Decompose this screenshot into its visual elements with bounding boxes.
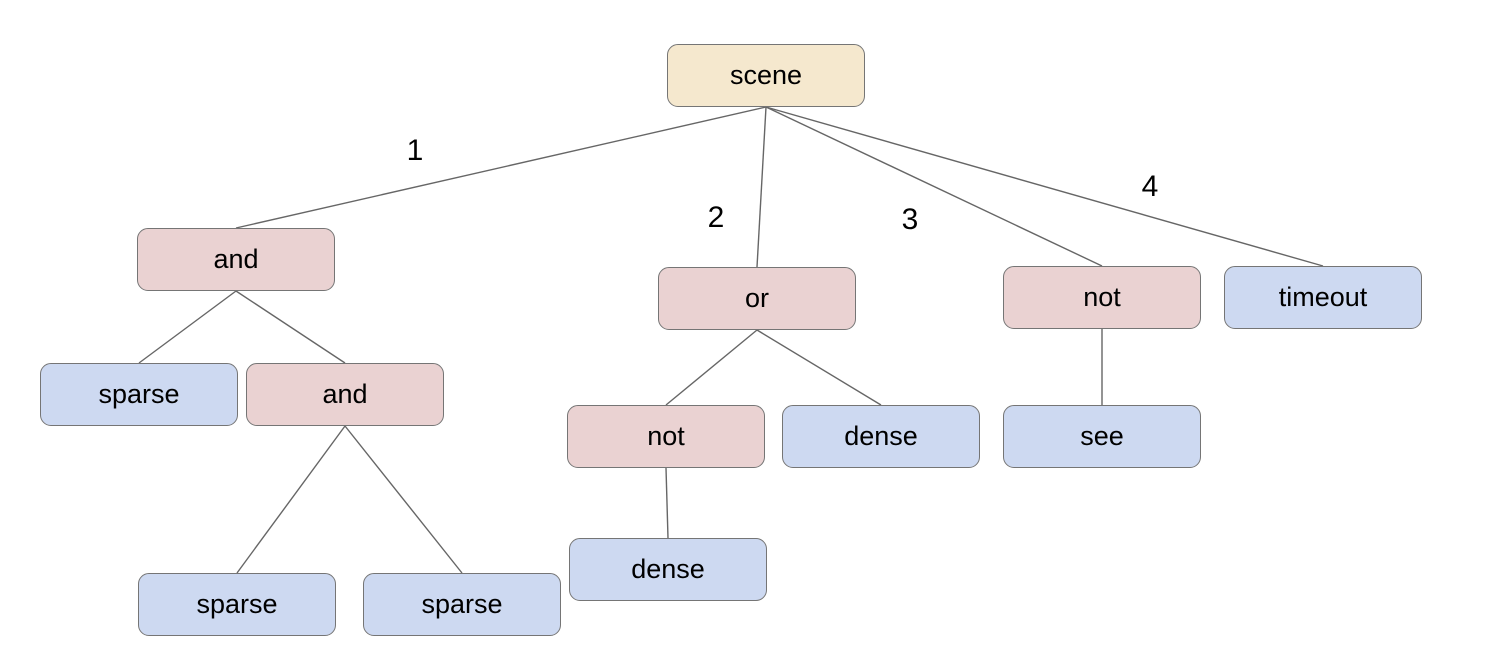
edge-not2-dense2: [665, 467, 669, 539]
edge-scene-and1: [235, 106, 767, 229]
edge-label-2: 2: [708, 201, 725, 234]
tree-node-and1: and: [137, 228, 335, 291]
tree-node-sparse1: sparse: [40, 363, 238, 426]
tree-node-dense1: dense: [782, 405, 980, 468]
edge-and1-sparse1: [138, 290, 237, 364]
tree-node-sparse3: sparse: [363, 573, 561, 636]
edge-and2-sparse2: [236, 425, 346, 574]
edge-label-3: 3: [902, 203, 919, 236]
edge-or1-dense1: [756, 329, 882, 406]
edge-scene-not1: [765, 106, 1103, 267]
tree-node-scene: scene: [667, 44, 865, 107]
tree-node-sparse2: sparse: [138, 573, 336, 636]
tree-node-and2: and: [246, 363, 444, 426]
edge-and2-sparse3: [344, 425, 463, 574]
edge-or1-not2: [665, 329, 758, 406]
tree-node-timeout1: timeout: [1224, 266, 1422, 329]
edge-and1-and2: [235, 290, 346, 364]
edge-scene-or1: [756, 106, 767, 268]
tree-node-or1: or: [658, 267, 856, 330]
edge-label-1: 1: [407, 134, 424, 167]
edge-scene-timeout1: [765, 106, 1324, 267]
tree-node-not1: not: [1003, 266, 1201, 329]
tree-node-not2: not: [567, 405, 765, 468]
tree-node-see1: see: [1003, 405, 1201, 468]
tree-node-dense2: dense: [569, 538, 767, 601]
edge-label-4: 4: [1142, 170, 1159, 203]
